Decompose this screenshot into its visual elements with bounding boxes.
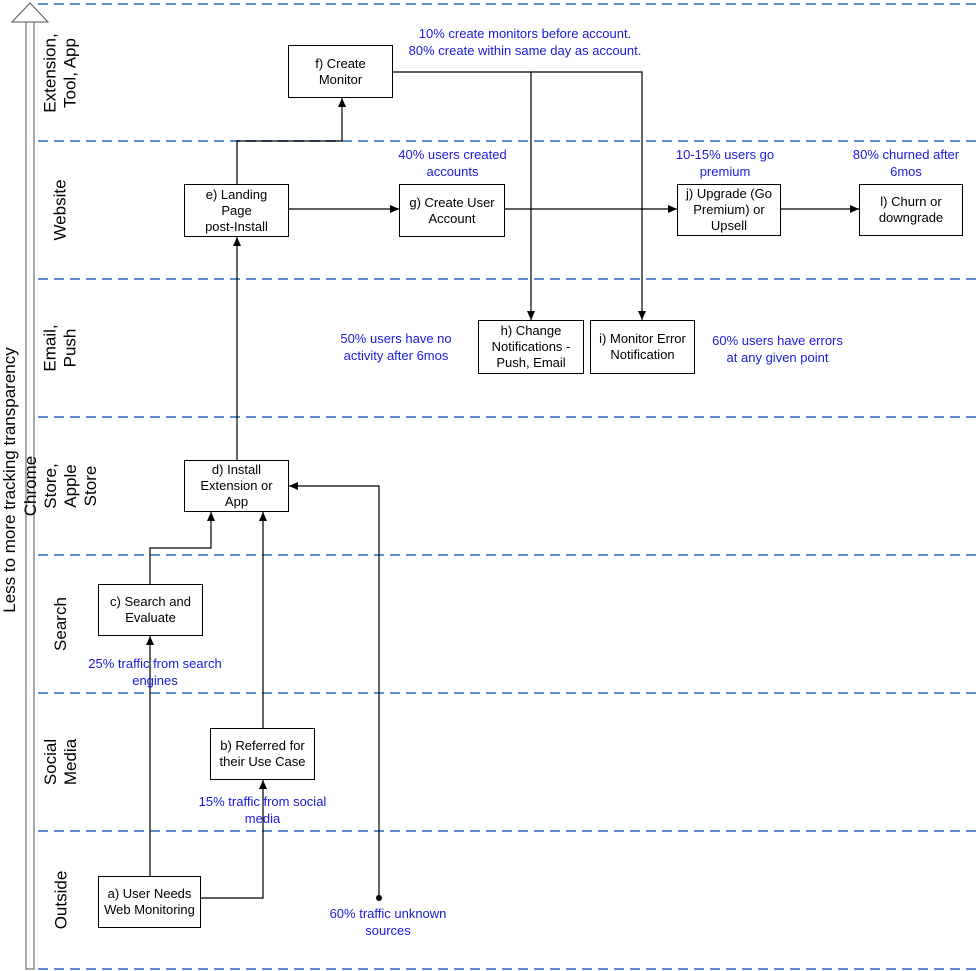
step-a-user-needs: a) User Needs Web Monitoring bbox=[98, 876, 201, 928]
arrow-c-to-d bbox=[149, 512, 215, 584]
note-search-traffic: 25% traffic from search engines bbox=[88, 656, 222, 688]
note-monitors: 10% create monitors before account. 80% … bbox=[408, 26, 642, 58]
note-accounts: 40% users created accounts bbox=[398, 147, 507, 179]
lane-label-website: Website bbox=[51, 179, 71, 241]
unknown-source-dot bbox=[376, 895, 382, 901]
note-churn: 80% churned after 6mos bbox=[852, 147, 960, 179]
note-unknown-traffic: 60% traffic unknown sources bbox=[329, 906, 447, 938]
axis-label: Less to more tracking transparency bbox=[0, 347, 19, 613]
note-social-traffic: 15% traffic from social media bbox=[198, 794, 327, 826]
step-h-change-notifications: h) Change Notifications - Push, Email bbox=[478, 320, 584, 374]
transparency-axis-arrow bbox=[10, 2, 50, 970]
arrow-f-to-i bbox=[531, 71, 646, 320]
arrow-unknown-to-d bbox=[289, 482, 380, 898]
step-i-monitor-error: i) Monitor Error Notification bbox=[590, 320, 695, 374]
lane-label-extension: Extension, Tool, App bbox=[41, 32, 81, 113]
note-inactive: 50% users have no activity after 6mos bbox=[340, 331, 452, 363]
step-f-create-monitor: f) Create Monitor bbox=[288, 45, 393, 98]
step-l-churn: l) Churn or downgrade bbox=[859, 184, 963, 236]
step-j-upgrade: j) Upgrade (Go Premium) or Upsell bbox=[677, 184, 781, 236]
step-g-create-account: g) Create User Account bbox=[399, 184, 505, 237]
note-errors: 60% users have errors at any given point bbox=[712, 333, 843, 365]
arrow-a-to-b bbox=[201, 780, 267, 899]
step-e-landing-page: e) Landing Page post-Install bbox=[184, 184, 289, 237]
lane-dividers bbox=[38, 3, 978, 970]
step-c-search-evaluate: c) Search and Evaluate bbox=[98, 584, 203, 636]
step-d-install: d) Install Extension or App bbox=[184, 460, 289, 512]
lane-label-social-media: Social Media bbox=[41, 738, 80, 786]
arrow-e-to-f bbox=[236, 98, 346, 184]
lane-label-store: Chrome Store, Apple Store bbox=[21, 455, 100, 517]
lane-label-outside: Outside bbox=[51, 870, 70, 930]
step-b-referred: b) Referred for their Use Case bbox=[210, 728, 315, 780]
connectors bbox=[146, 71, 859, 899]
lane-label-email-push: Email, Push bbox=[41, 324, 81, 372]
note-premium: 10-15% users go premium bbox=[675, 147, 775, 179]
